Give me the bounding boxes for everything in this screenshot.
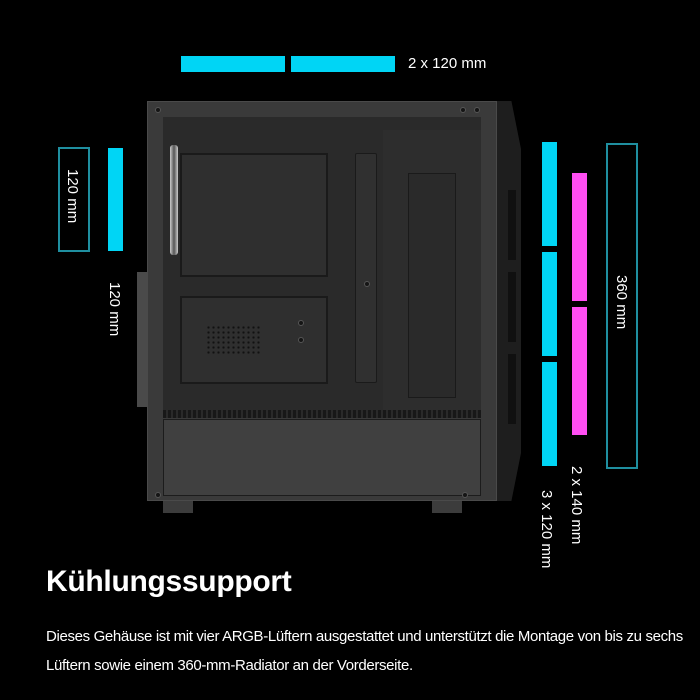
rear-fan-outline-label: 120 mm: [64, 169, 81, 224]
top-fan-bar-1: [181, 56, 285, 72]
psu-shroud: [163, 419, 481, 496]
motherboard-cutout: [180, 153, 328, 277]
rear-fan-outline-box: 120 mm: [58, 147, 90, 252]
page-title: Kühlungssupport: [46, 565, 292, 598]
rear-fan-label: 120 mm: [106, 282, 123, 337]
vent-grid: [206, 325, 262, 355]
front-vent-slot: [508, 190, 516, 260]
rear-fan-icon: [170, 145, 178, 255]
screw-icon: [460, 107, 466, 113]
bottom-vent: [163, 410, 481, 418]
description-text: Dieses Gehäuse ist mit vier ARGB-Lüftern…: [46, 628, 683, 674]
screw-icon: [364, 281, 370, 287]
front-fan-120-bar-3: [542, 362, 557, 466]
drive-bracket: [408, 173, 456, 398]
front-fans-120-label: 3 x 120 mm: [538, 490, 555, 569]
screw-icon: [155, 492, 161, 498]
screw-icon: [298, 320, 304, 326]
screw-icon: [474, 107, 480, 113]
cable-rail: [355, 153, 377, 383]
screw-icon: [462, 492, 468, 498]
top-fan-bar-2: [291, 56, 395, 72]
front-fan-140-bar-2: [572, 307, 587, 435]
front-fan-120-bar-2: [542, 252, 557, 356]
radiator-outline-box: 360 mm: [606, 143, 638, 469]
screw-icon: [155, 107, 161, 113]
front-fan-140-bar-1: [572, 173, 587, 301]
top-fans-label: 2 x 120 mm: [408, 55, 487, 72]
rear-io-plate: [137, 272, 147, 407]
radiator-label: 360 mm: [613, 275, 630, 330]
case-foot-left: [163, 501, 193, 513]
front-vent-slot: [508, 272, 516, 342]
case-foot-right: [432, 501, 462, 513]
front-fans-140-label: 2 x 140 mm: [568, 466, 585, 545]
screw-icon: [298, 337, 304, 343]
front-vent-slot: [508, 354, 516, 424]
rear-fan-bar: [108, 148, 123, 251]
front-fan-120-bar-1: [542, 142, 557, 246]
